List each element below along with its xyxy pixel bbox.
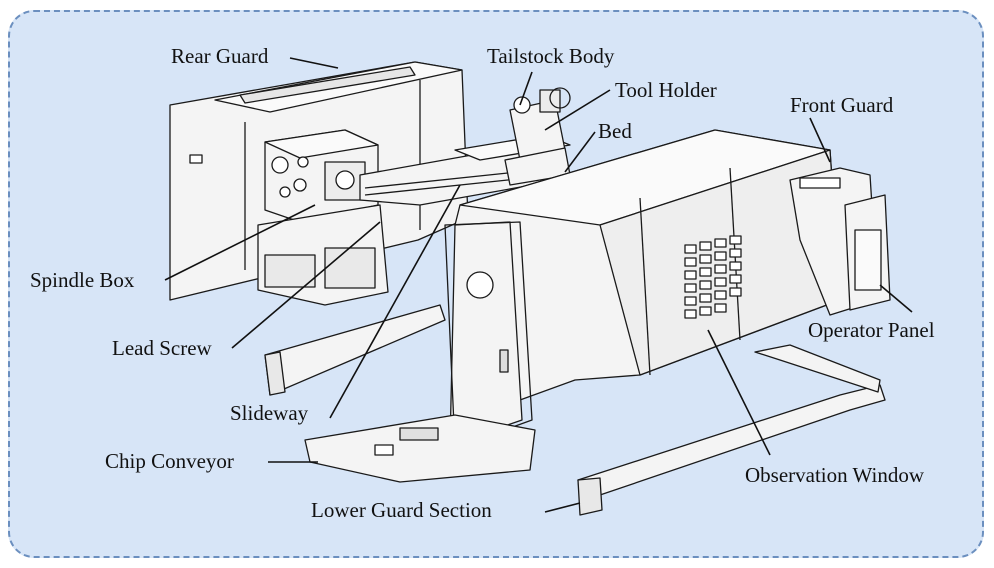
tailstock-part	[504, 87, 571, 186]
front-guard-part	[789, 167, 891, 316]
label-bed: Bed	[598, 119, 632, 143]
leader-lower-guard	[544, 502, 581, 513]
label-tailstock-body: Tailstock Body	[487, 44, 615, 68]
door-part	[444, 221, 533, 449]
main-enclosure-part	[454, 129, 841, 401]
bed-base-part	[257, 204, 389, 306]
label-chip-conveyor: Chip Conveyor	[105, 449, 234, 473]
label-front-guard: Front Guard	[790, 93, 894, 117]
label-rear-guard: Rear Guard	[171, 44, 269, 68]
leader-front-guard	[809, 117, 831, 163]
label-lower-guard-section: Lower Guard Section	[311, 498, 492, 522]
label-slideway: Slideway	[230, 401, 309, 425]
label-spindle-box: Spindle Box	[30, 268, 135, 292]
leader-operator-panel	[879, 284, 913, 313]
spindle-box-part	[264, 129, 379, 223]
chip-conveyor-part	[304, 414, 536, 483]
leader-rear-guard	[289, 57, 339, 69]
observation-window-grid	[684, 235, 742, 319]
slideway-part	[264, 304, 446, 396]
label-observation-window: Observation Window	[745, 463, 924, 487]
lower-guard-part	[577, 344, 886, 516]
leader-observation	[707, 329, 771, 456]
leader-tool-holder	[544, 89, 611, 131]
label-tool-holder: Tool Holder	[615, 78, 717, 102]
leader-bed	[564, 131, 596, 173]
leader-spindle-box	[164, 204, 316, 281]
label-lead-screw: Lead Screw	[112, 336, 212, 360]
leader-slideway	[329, 184, 461, 419]
leader-tailstock	[519, 71, 533, 106]
leader-lead-screw	[231, 221, 381, 349]
label-operator-panel: Operator Panel	[808, 318, 935, 342]
